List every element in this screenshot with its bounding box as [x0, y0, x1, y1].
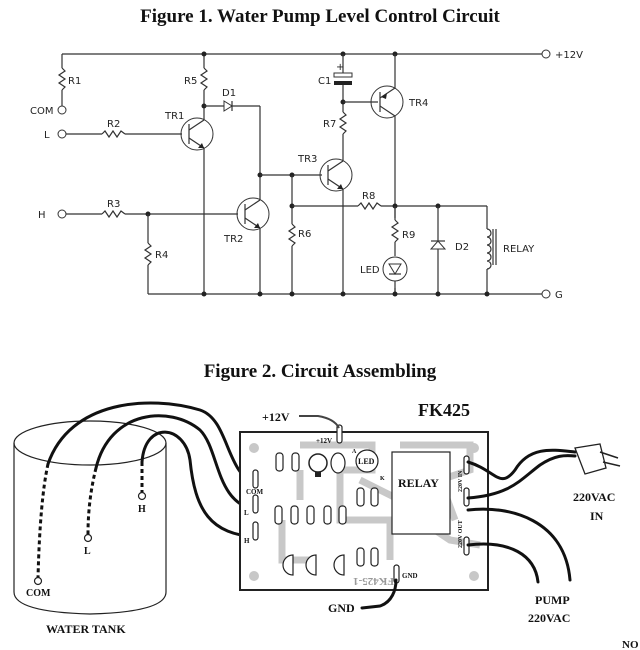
power-plug-icon	[574, 443, 621, 475]
board-h-pad-label: H	[244, 537, 250, 545]
h-cable	[140, 430, 260, 539]
r2-resistor	[101, 129, 126, 139]
board-name: FK425	[418, 400, 470, 420]
com-probe-label: COM	[26, 588, 51, 599]
h-terminal	[57, 209, 67, 219]
relay-coil	[486, 228, 492, 270]
assembly-drawing: WATER TANK COM L H	[13, 400, 639, 650]
d1-label: D1	[222, 88, 236, 99]
r8-label: R8	[362, 191, 375, 202]
com-probe-wire	[36, 463, 50, 579]
r1-resistor	[57, 67, 67, 91]
ac-in-cable-2	[466, 454, 577, 500]
d1-diode	[223, 100, 233, 112]
pump-label-line1: PUMP	[535, 593, 570, 607]
board-vcc-pad-label: +12V	[316, 437, 332, 445]
board-relay	[391, 451, 451, 535]
com-cable	[46, 401, 260, 487]
r6-resistor	[287, 223, 297, 247]
board-resistors	[274, 452, 379, 567]
c1-polarity: +	[336, 62, 344, 73]
board-ac-in-pad-label: 220V IN	[458, 470, 464, 492]
pump-cable-1	[466, 507, 572, 582]
tr1-transistor	[180, 117, 214, 151]
board-pins	[252, 424, 470, 584]
vcc-lead-label: +12V	[262, 410, 290, 424]
h-label: H	[38, 210, 46, 221]
board-led-cathode: K	[380, 476, 385, 482]
tr3-label: TR3	[297, 154, 317, 165]
board-relay-label: RELAY	[398, 476, 439, 490]
board-capacitor	[308, 453, 328, 473]
gnd-lead-label: GND	[328, 601, 355, 615]
board-ac-out-pad-label: 220V OUT	[458, 520, 464, 548]
board-gnd-pad-label: GND	[402, 572, 418, 580]
board-com-pad-label: COM	[246, 488, 264, 496]
ac-in-label-line2: IN	[590, 509, 604, 523]
d2-diode	[429, 240, 447, 250]
d2-label: D2	[455, 242, 469, 253]
footer-fragment: NO	[622, 639, 639, 650]
gnd-lead	[360, 578, 398, 610]
r8-resistor	[357, 201, 382, 211]
ground-label: G	[555, 290, 563, 301]
c1-label: C1	[318, 76, 331, 87]
board-transistor-tr2	[305, 554, 317, 576]
r5-label: R5	[184, 76, 197, 87]
l-probe-wire	[86, 467, 98, 535]
r4-label: R4	[155, 250, 168, 261]
relay-label: RELAY	[503, 244, 535, 255]
r9-label: R9	[402, 230, 415, 241]
r7-resistor	[338, 111, 348, 135]
pump-label-line2: 220VAC	[528, 611, 570, 625]
r3-resistor	[101, 209, 126, 219]
r3-label: R3	[107, 199, 120, 210]
led-label: LED	[360, 265, 380, 276]
h-probe-label: H	[138, 504, 146, 515]
h-probe	[137, 491, 147, 501]
l-probe-label: L	[84, 546, 91, 557]
l-probe	[83, 533, 93, 543]
board-led-label: LED	[358, 457, 375, 466]
vcc-lead	[299, 415, 340, 429]
figure-1-title: Figure 1. Water Pump Level Control Circu…	[140, 6, 500, 27]
tr2-transistor	[236, 197, 270, 231]
com-probe	[33, 576, 43, 586]
figure-2-title: Figure 2. Circuit Assembling	[203, 361, 437, 382]
c1-capacitor	[333, 72, 353, 78]
r1-label: R1	[68, 76, 81, 87]
water-tank-label: WATER TANK	[46, 622, 126, 636]
tr3-transistor	[319, 158, 353, 192]
l-label: L	[44, 130, 50, 141]
r4-resistor	[143, 242, 153, 266]
vcc-terminal	[541, 49, 551, 59]
r5-resistor	[199, 67, 209, 91]
l-cable	[94, 414, 260, 512]
tr4-transistor	[370, 85, 404, 119]
ground-terminal	[541, 289, 551, 299]
board-led-anode: A	[352, 449, 357, 455]
vcc-label: +12V	[555, 50, 583, 61]
tr2-label: TR2	[223, 234, 243, 245]
board-transistor-tr4	[330, 452, 346, 474]
tr4-label: TR4	[408, 98, 428, 109]
pump-cable-2	[466, 542, 540, 584]
board-silkscreen-id: FK425-1	[353, 575, 394, 587]
board-led	[355, 449, 379, 473]
com-label: COM	[30, 106, 53, 117]
schematic: +12V G R1 COM L R2 TR1 R5	[30, 49, 583, 301]
l-terminal	[57, 129, 67, 139]
ac-in-cable-1	[466, 448, 577, 481]
board-l-pad-label: L	[244, 509, 249, 517]
r6-label: R6	[298, 229, 311, 240]
r9-resistor	[390, 219, 400, 243]
board-transistor-tr1	[282, 554, 294, 576]
board-transistor-tr3	[333, 554, 345, 576]
r2-label: R2	[107, 119, 120, 130]
com-terminal	[57, 105, 67, 115]
r7-label: R7	[323, 119, 336, 130]
tr1-label: TR1	[164, 111, 184, 122]
ac-in-label-line1: 220VAC	[573, 490, 615, 504]
